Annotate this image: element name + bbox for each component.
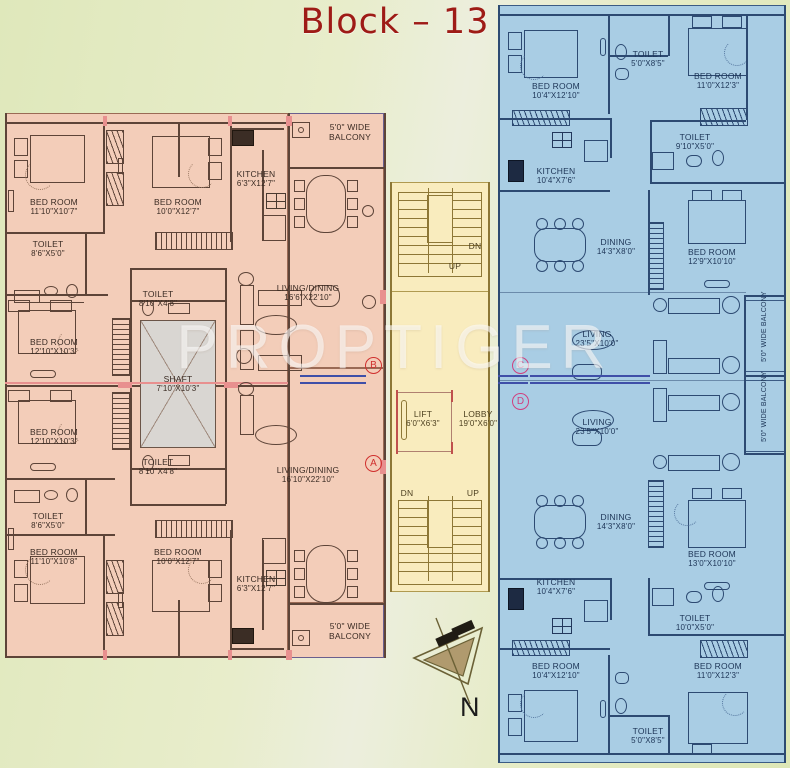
room-label: TOILET 8'10"X4'8" xyxy=(138,457,178,476)
right-bottom-balcony xyxy=(744,380,786,452)
balcony-label: 5'0" WIDE BALCONY xyxy=(328,621,372,641)
room-label: BED ROOM 11'0"X12'3" xyxy=(694,661,742,680)
room-label: TOILET 8'10"X4'8" xyxy=(138,289,178,308)
room-label: BED ROOM 11'0"X12'3" xyxy=(694,71,742,90)
room-label: TOILET 9'10"X5'0" xyxy=(675,132,715,151)
marker-d[interactable]: D xyxy=(512,393,529,410)
room-label: TOILET 10'0"X5'0" xyxy=(675,613,715,632)
room-label: LIVING 23'5"X10'0" xyxy=(575,417,619,436)
marker-b-label: B xyxy=(370,360,377,371)
room-label: KITCHEN 10'4"X7'6" xyxy=(536,577,576,596)
shaft-area xyxy=(140,320,216,448)
balcony-label: 5'0" WIDE BALCONY xyxy=(761,371,769,442)
stair-dn-label-top: DN xyxy=(468,241,482,251)
room-label: BED ROOM 10'4"X12'10" xyxy=(532,661,580,680)
room-label: TOILET 5'0"X8'5" xyxy=(631,49,665,68)
north-arrow: N xyxy=(410,612,510,732)
marker-c-label: C xyxy=(516,360,525,371)
room-label: BED ROOM 13'0"X10'10" xyxy=(688,549,736,568)
lobby-label: LOBBY 19'0"X6'0" xyxy=(458,409,498,428)
room-label: TOILET 5'0"X8'5" xyxy=(631,726,665,745)
room-label: KITCHEN 6'3"X12'7" xyxy=(236,169,276,188)
room-label: DINING 14'3"X8'0" xyxy=(596,237,636,256)
room-label: TOILET 8'6"X5'0" xyxy=(31,239,65,258)
marker-b[interactable]: B xyxy=(365,357,382,374)
room-label: BED ROOM 10'0"X12'7" xyxy=(154,197,202,216)
room-label: BED ROOM 11'10"X10'7" xyxy=(30,197,78,216)
compass-icon xyxy=(412,617,484,705)
page-title: Block – 13 xyxy=(300,2,490,42)
room-label: BED ROOM 10'4"X12'10" xyxy=(532,81,580,100)
room-label: BED ROOM 12'9"X10'10" xyxy=(688,247,736,266)
balcony-label: 5'0" WIDE BALCONY xyxy=(761,291,769,362)
stair-upper xyxy=(398,192,482,277)
marker-a[interactable]: A xyxy=(365,455,382,472)
marker-d-label: D xyxy=(516,396,525,407)
room-label: BED ROOM 10'0"X12'7" xyxy=(154,547,202,566)
room-label: DINING 14'3"X8'0" xyxy=(596,512,636,531)
room-label: KITCHEN 10'4"X7'6" xyxy=(536,166,576,185)
marker-c[interactable]: C xyxy=(512,357,529,374)
room-label: BED ROOM 11'10"X10'8" xyxy=(30,547,78,566)
stair-dn-label-bottom: DN xyxy=(400,488,414,498)
room-label: TOILET 8'6"X5'0" xyxy=(31,511,65,530)
marker-a-label: A xyxy=(370,458,377,469)
balcony-label: 5'0" WIDE BALCONY xyxy=(328,122,372,142)
lift-label: LIFT 6'0"X6'3" xyxy=(406,409,440,428)
north-label: N xyxy=(460,692,480,722)
room-label: BED ROOM 12'10"X10'3" xyxy=(30,427,78,446)
room-label: LIVING 23'5"X10'0" xyxy=(575,329,619,348)
room-label: BED ROOM 12'10"X10'3" xyxy=(30,337,78,356)
right-apartment-block xyxy=(498,5,786,763)
shaft-label: SHAFT 7'10"X10'3" xyxy=(156,374,200,393)
stair-up-label-top: UP xyxy=(448,261,462,271)
room-label: LIVING/DINING 16'6"X22'10" xyxy=(276,283,340,302)
room-label: KITCHEN 6'3"X12'7" xyxy=(236,574,276,593)
stair-up-label-bottom: UP xyxy=(466,488,480,498)
room-label: LIVING/DINING 16'10"X22'10" xyxy=(276,465,340,484)
